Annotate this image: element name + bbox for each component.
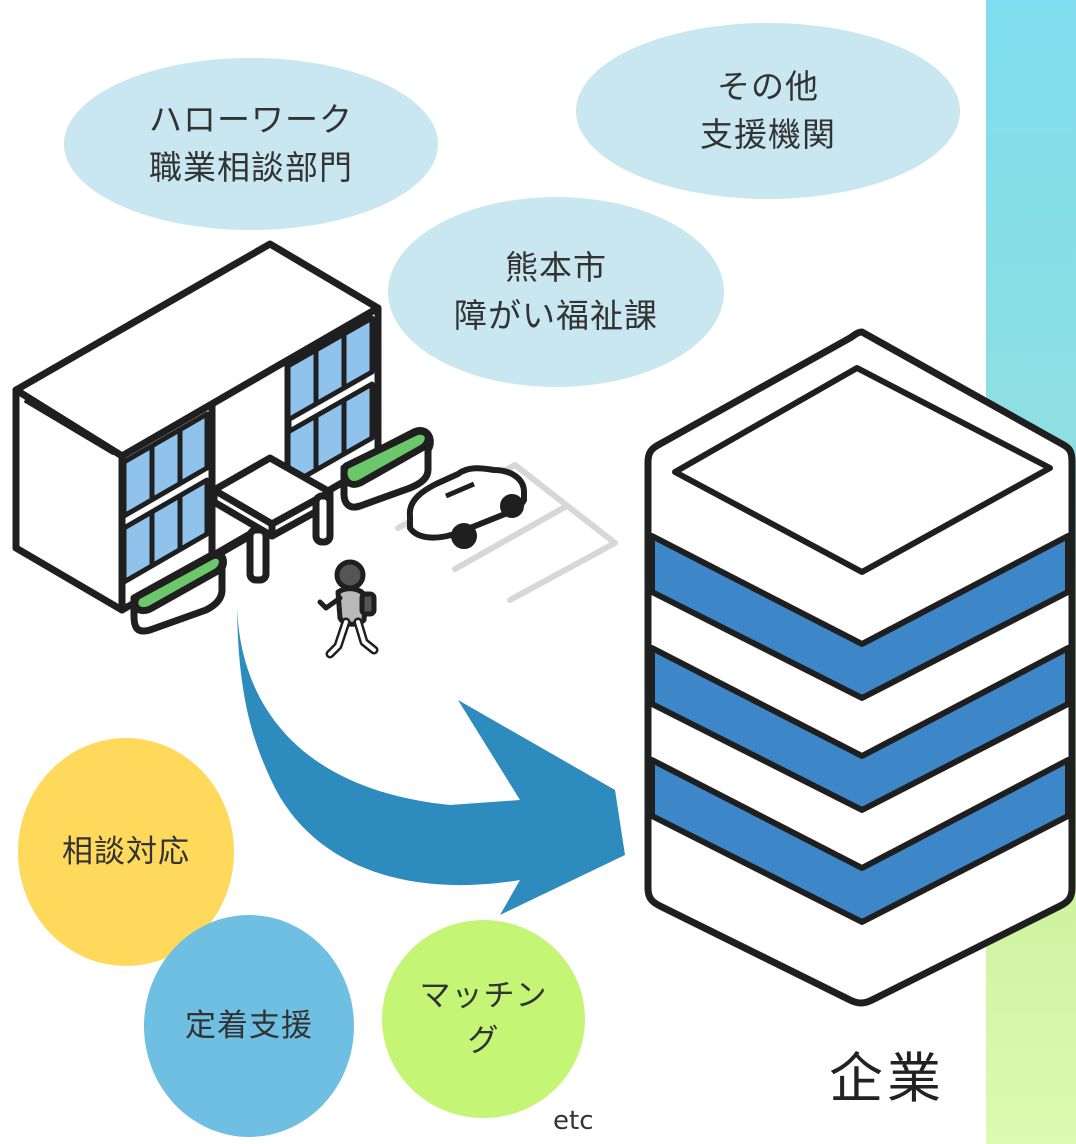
hellowork-line-1: ハローワーク (149, 100, 353, 140)
kumamoto-line-1: 熊本市 (505, 248, 607, 288)
office-building-icon (12, 240, 434, 635)
planter-left (130, 550, 227, 635)
other-agency-line-2: 支援機関 (700, 115, 836, 154)
matching-bubble: マッチン グ (382, 920, 585, 1118)
hellowork-line-2: 職業相談部門 (149, 148, 353, 187)
other-agency-bubble: その他 支援機関 (576, 23, 960, 199)
planter-right (340, 427, 434, 511)
kumamoto-welfare-bubble: 熊本市 障がい福祉課 (388, 197, 724, 387)
retention-support-bubble: 定着支援 (144, 915, 354, 1137)
flow-arrow-icon (237, 606, 625, 915)
matching-line-2: グ (467, 1023, 500, 1059)
company-tower-icon (644, 328, 1076, 1007)
matching-line-1: マッチン (419, 978, 548, 1015)
consultation-bubble: 相談対応 (18, 738, 234, 966)
kumamoto-line-2: 障がい福祉課 (454, 296, 658, 335)
other-agency-line-1: その他 (717, 67, 819, 107)
hellowork-bubble: ハローワーク 職業相談部門 (64, 58, 438, 230)
car-icon (406, 465, 527, 549)
etc-label: etc (553, 1106, 594, 1136)
consultation-label: 相談対応 (62, 833, 190, 870)
pedestrian-icon (317, 559, 379, 659)
retention-support-label: 定着支援 (185, 1007, 313, 1044)
company-label: 企業 (829, 1047, 945, 1110)
